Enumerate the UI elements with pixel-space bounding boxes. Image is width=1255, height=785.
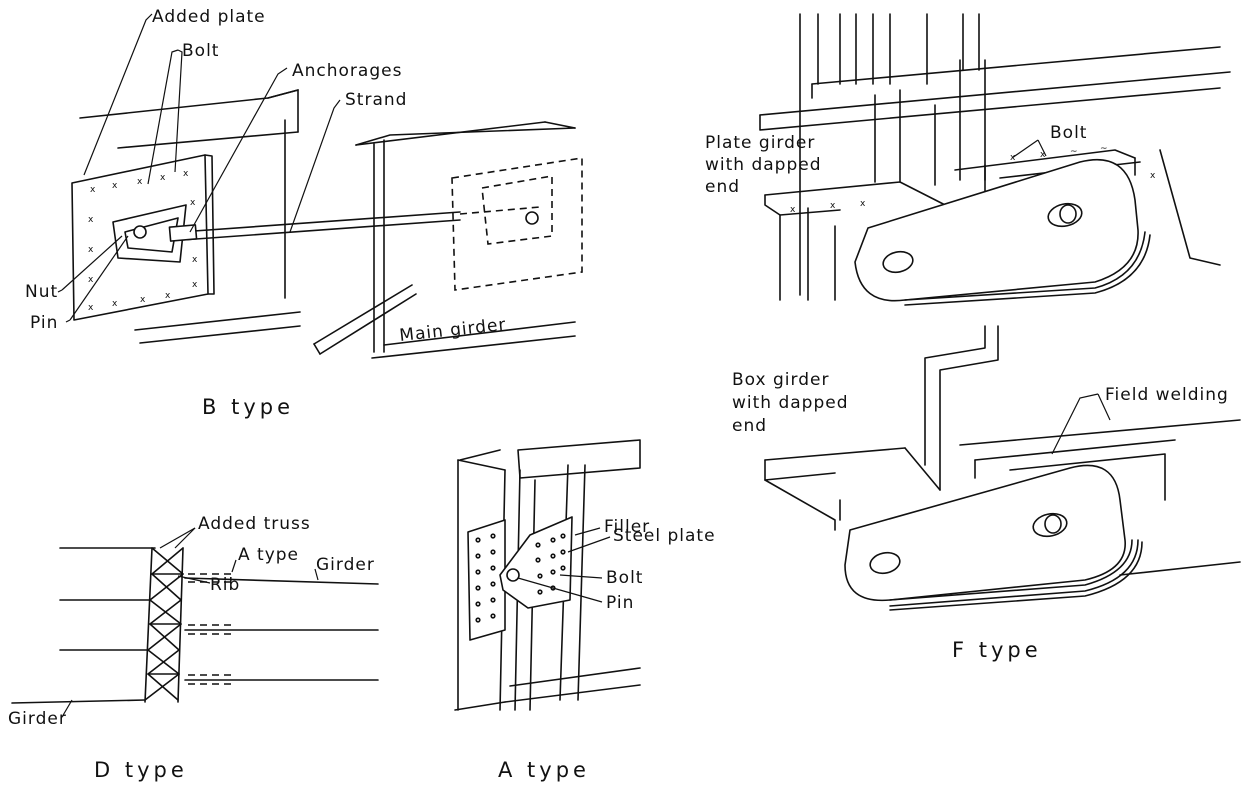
- a-pin: [506, 568, 520, 582]
- svg-text:x: x: [192, 255, 198, 265]
- b-left-bottom-flange: [134, 311, 301, 331]
- label-filler: Filler: [604, 517, 650, 537]
- label-f-bolt: Bolt: [1050, 123, 1087, 143]
- label-nut: Nut: [25, 282, 58, 302]
- svg-text:x: x: [88, 275, 94, 285]
- label-box-girder-1: Box girder: [732, 370, 829, 390]
- svg-text:x: x: [88, 303, 94, 313]
- label-girder-left: Girder: [8, 709, 67, 729]
- label-field-welding: Field welding: [1105, 385, 1229, 405]
- a-filler-plate: [467, 519, 506, 641]
- label-plate-girder-1: Plate girder: [705, 133, 815, 153]
- label-box-girder-3: end: [732, 416, 767, 436]
- caption-a-type: A type: [498, 758, 590, 782]
- main-girder-bottom-flange: [383, 321, 576, 346]
- label-added-truss: Added truss: [198, 514, 311, 534]
- svg-text:x: x: [790, 205, 796, 215]
- a-top-flange: [517, 439, 641, 479]
- a-filler-bolts: [475, 533, 496, 623]
- strand-lower: [181, 219, 461, 241]
- label-rib: Rib: [210, 575, 240, 595]
- label-girder-right: Girder: [316, 555, 375, 575]
- a-steel-plate: [499, 516, 573, 609]
- b-type-panel: x x x x x x x x x x x x x x x x: [25, 7, 583, 419]
- a-steel-plate-bolts: [535, 533, 566, 595]
- svg-text:x: x: [88, 215, 94, 225]
- label-a-pin: Pin: [606, 593, 634, 613]
- label-added-plate: Added plate: [152, 7, 266, 27]
- f-upper-link-plate: [854, 158, 1139, 302]
- f-type-box-girder: Box girder with dapped end Field welding…: [732, 325, 1241, 662]
- label-main-girder: Main girder: [398, 315, 507, 346]
- svg-text:x: x: [183, 169, 189, 179]
- svg-text:~: ~: [1070, 147, 1078, 157]
- anchorage-pin: [133, 225, 147, 239]
- label-b-bolt: Bolt: [182, 41, 219, 61]
- f-lower-link-plate: [844, 464, 1126, 602]
- label-strand: Strand: [345, 90, 407, 110]
- a-type-panel: Filler Steel plate Bolt Pin A type: [454, 439, 716, 782]
- svg-text:x: x: [112, 181, 118, 191]
- b-bolt-marks: x x x x x x x x x x x x x x x x: [88, 169, 198, 313]
- svg-text:x: x: [860, 199, 866, 209]
- strand-upper: [179, 211, 461, 233]
- label-box-girder-2: with dapped: [732, 393, 849, 413]
- caption-f-type: F type: [952, 638, 1042, 662]
- lower-strand: [313, 284, 413, 345]
- svg-text:~: ~: [1100, 144, 1108, 154]
- svg-text:x: x: [165, 291, 171, 301]
- label-d-a-type: A type: [238, 545, 299, 565]
- label-steel-plate: Steel plate: [613, 526, 716, 546]
- caption-b-type: B type: [202, 395, 294, 419]
- label-plate-girder-3: end: [705, 177, 740, 197]
- d-a-type-connectors: [188, 573, 235, 685]
- svg-text:x: x: [137, 177, 143, 187]
- svg-text:x: x: [90, 185, 96, 195]
- caption-d-type: D type: [94, 758, 188, 782]
- svg-text:x: x: [160, 173, 166, 183]
- svg-text:x: x: [140, 295, 146, 305]
- svg-text:x: x: [112, 299, 118, 309]
- svg-text:x: x: [88, 245, 94, 255]
- svg-text:x: x: [1040, 150, 1046, 160]
- label-anchorages: Anchorages: [292, 61, 402, 81]
- d-type-panel: Added truss A type Girder Rib Girder D t…: [8, 514, 379, 782]
- label-plate-girder-2: with dapped: [705, 155, 822, 175]
- label-a-bolt: Bolt: [606, 568, 643, 588]
- f-type-plate-girder: x x x x x ~ ~ x Plate girder with dapped…: [705, 13, 1231, 306]
- svg-text:x: x: [830, 201, 836, 211]
- label-pin: Pin: [30, 313, 58, 333]
- svg-text:x: x: [190, 198, 196, 208]
- main-girder-dashed-plate: [451, 157, 583, 291]
- svg-text:x: x: [192, 280, 198, 290]
- svg-text:x: x: [1150, 171, 1156, 181]
